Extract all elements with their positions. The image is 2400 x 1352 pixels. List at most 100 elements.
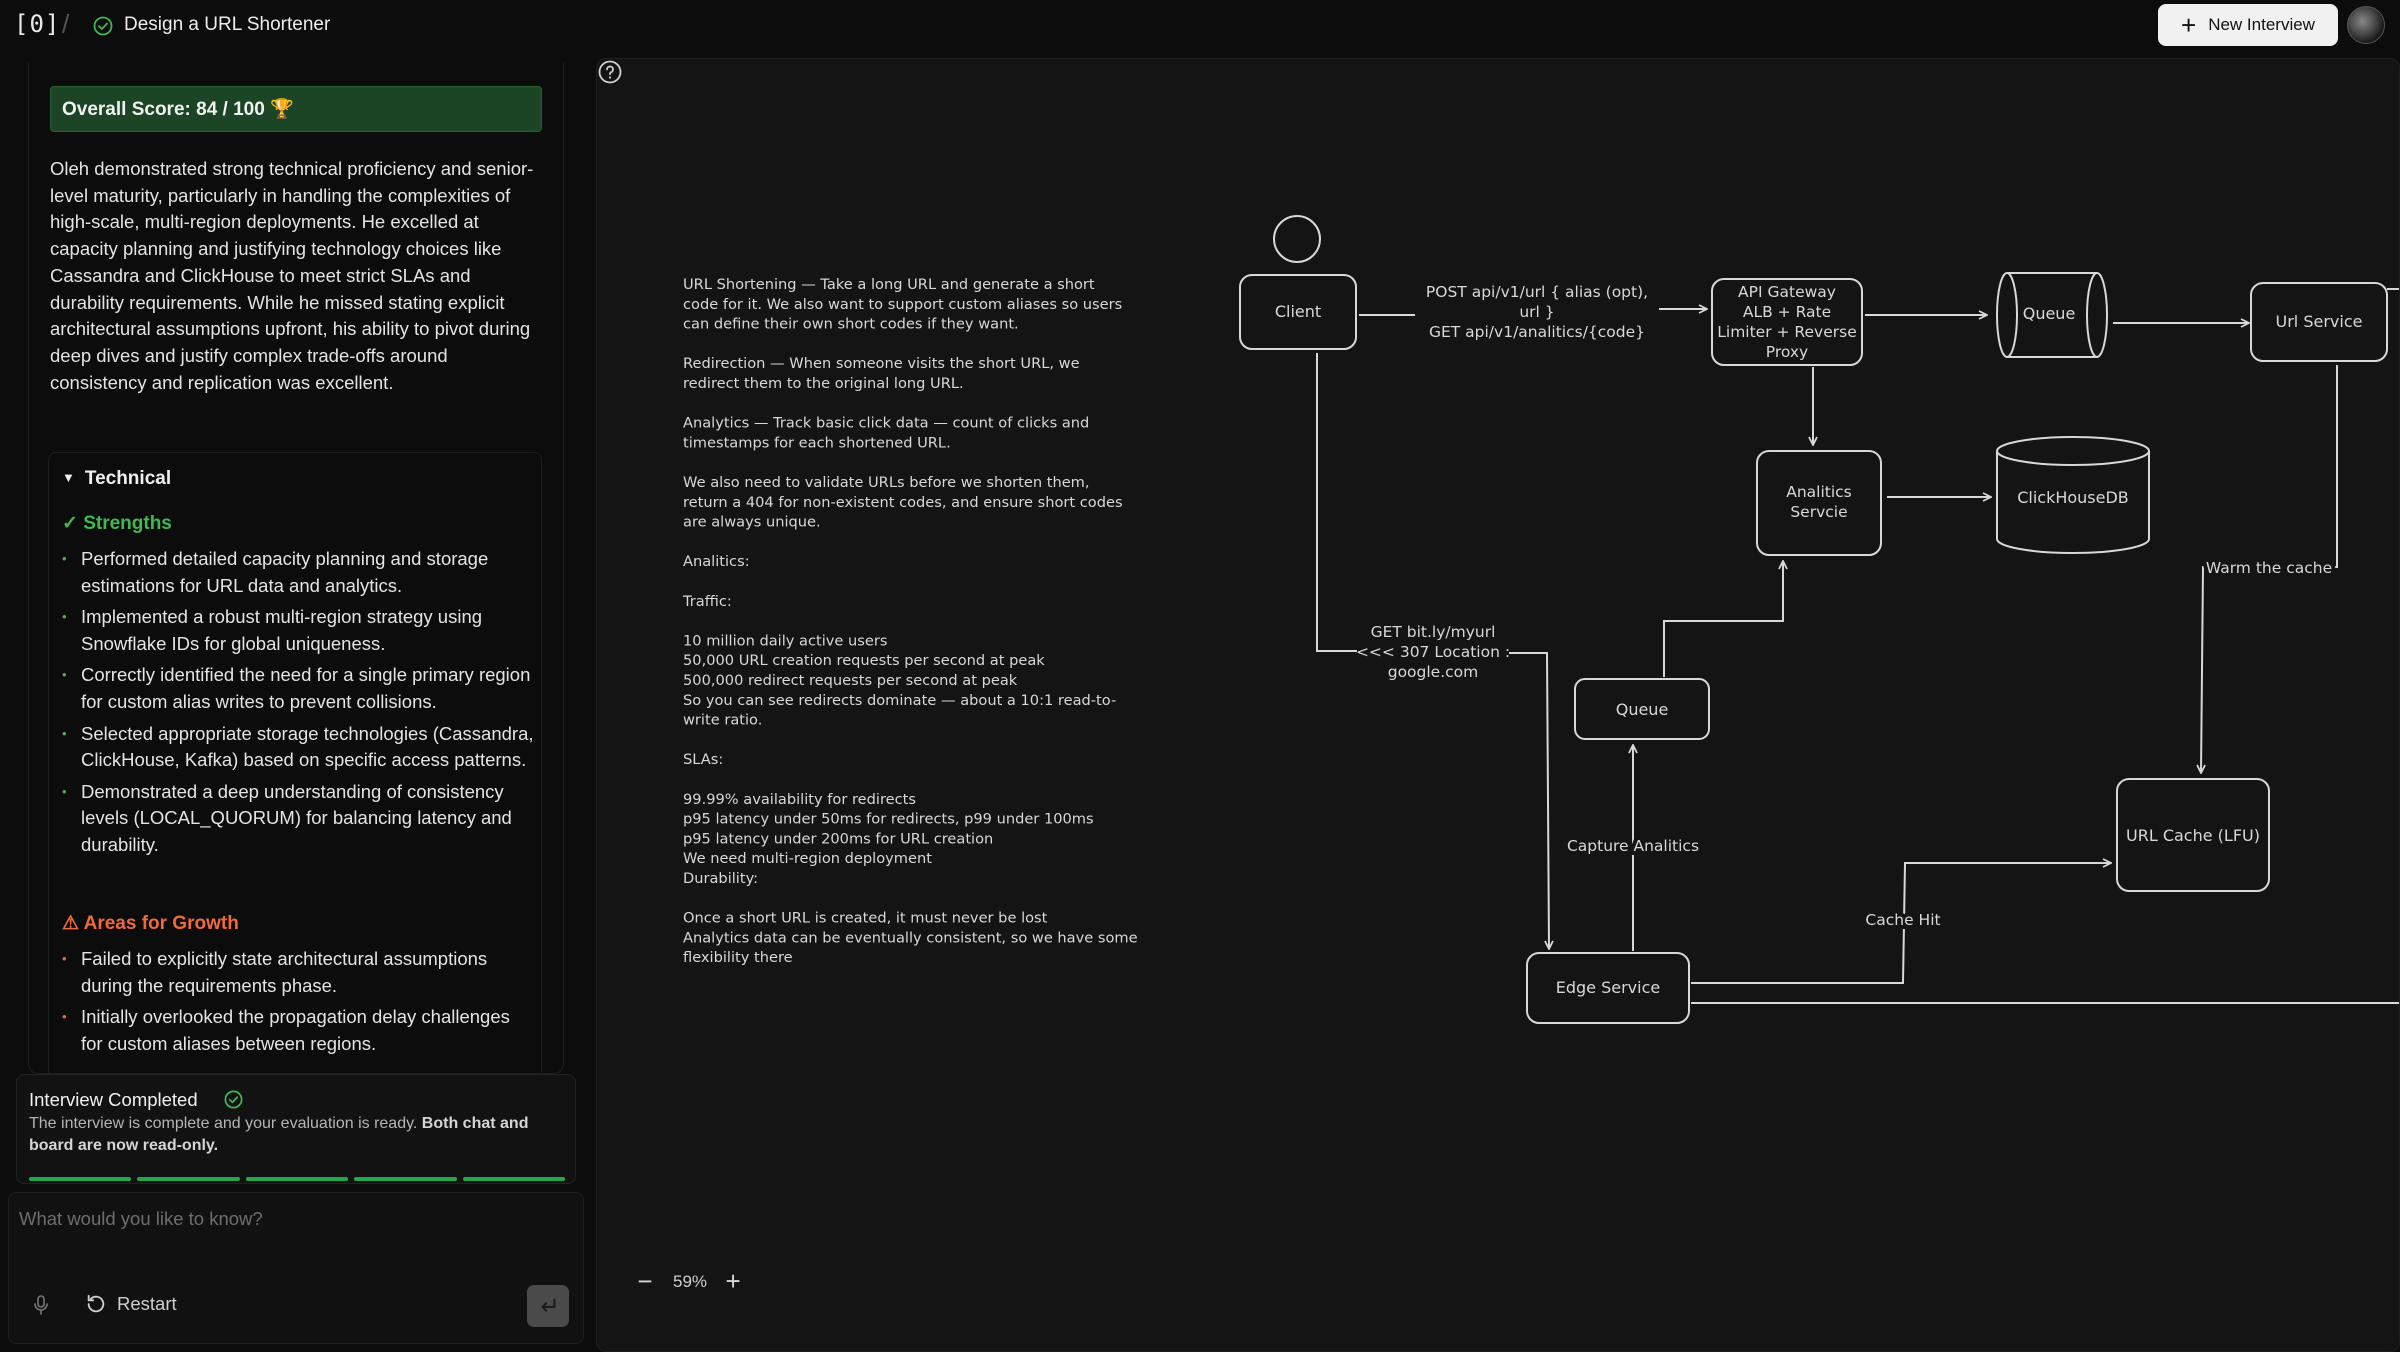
strength-item: Selected appropriate storage technologie…: [62, 721, 534, 774]
note-line: p95 latency under 200ms for URL creation: [683, 830, 993, 847]
note-line: We also need to validate URLs before we …: [683, 474, 1090, 491]
clickhouse-label: ClickHouseDB: [2017, 488, 2129, 507]
note-line: We need multi-region deployment: [683, 850, 932, 867]
queue-top-node[interactable]: Queue: [1996, 272, 2108, 358]
queue-mid-node[interactable]: Queue: [1574, 678, 1710, 740]
client-node[interactable]: Client: [1239, 215, 1357, 350]
api-calls-label: POST api/v1/url { alias (opt), url } GET…: [1426, 283, 1648, 341]
edge-service-label: Edge Service: [1556, 978, 1660, 997]
chat-composer: Restart: [8, 1192, 584, 1344]
note-line: 500,000 redirect requests per second at …: [683, 672, 1018, 689]
strengths-list: Performed detailed capacity planning and…: [62, 546, 534, 864]
completed-message-plain: The interview is complete and your evalu…: [29, 1115, 418, 1132]
zoom-level[interactable]: 59%: [673, 1271, 708, 1291]
technical-section-toggle[interactable]: ▼ Technical: [62, 468, 171, 490]
note-line: SLAs:: [683, 751, 723, 768]
note-line: Redirection — When someone visits the sh…: [683, 355, 1080, 372]
analytics-label-line: Servcie: [1790, 503, 1847, 521]
plus-icon: +: [2181, 10, 2197, 40]
url-cache-label: URL Cache (LFU): [2126, 826, 2260, 845]
zoom-controls: − 59% +: [631, 1266, 747, 1297]
growth-item: Failed to explicitly state architectural…: [62, 946, 534, 999]
clickhouse-db-node[interactable]: ClickHouseDB: [1996, 436, 2150, 554]
new-interview-label: New Interview: [2208, 15, 2315, 34]
help-icon[interactable]: [597, 59, 623, 85]
analytics-label-line: Analitics: [1786, 483, 1852, 501]
breadcrumb-separator: /: [62, 9, 70, 39]
system-diagram: URL Shortening — Take a long URL and gen…: [682, 215, 2399, 1024]
url-cache-node[interactable]: URL Cache (LFU): [2116, 778, 2270, 892]
note-line: write ratio.: [683, 712, 762, 729]
completed-message-bold: Both chat and board are now read-only.: [29, 1115, 529, 1154]
note-line: URL Shortening — Take a long URL and gen…: [683, 276, 1095, 293]
analytics-service-node[interactable]: Analitics Servcie: [1756, 450, 1882, 556]
queue-top-label: Queue: [2023, 304, 2076, 323]
strength-item: Demonstrated a deep understanding of con…: [62, 779, 534, 859]
note-line: flexibility there: [683, 949, 793, 966]
progress-bar: [29, 1177, 566, 1181]
microphone-icon[interactable]: [29, 1293, 53, 1317]
note-line: are always unique.: [683, 514, 821, 531]
note-line: return a 404 for non-existent codes, and…: [683, 494, 1123, 511]
user-avatar[interactable]: [2347, 6, 2385, 44]
gateway-label-line: API Gateway: [1738, 283, 1836, 301]
completed-title: Interview Completed: [29, 1089, 198, 1110]
redirect-label-line: google.com: [1388, 663, 1479, 681]
note-line: 50,000 URL creation requests per second …: [683, 652, 1045, 669]
note-line: Once a short URL is created, it must nev…: [683, 910, 1048, 927]
growth-heading: ⚠ Areas for Growth: [62, 913, 239, 934]
zoom-in-button[interactable]: +: [725, 1266, 741, 1296]
caret-down-icon: ▼: [62, 470, 75, 485]
note-line: Analitics:: [683, 553, 750, 570]
strength-item: Implemented a robust multi-region strate…: [62, 604, 534, 657]
url-service-label: Url Service: [2276, 312, 2363, 331]
note-line: timestamps for each shortened URL.: [683, 434, 951, 451]
growth-list: Failed to explicitly state architectural…: [62, 946, 534, 1062]
strengths-heading: ✓ Strengths: [62, 513, 172, 534]
cache-hit-label: Cache Hit: [1865, 911, 1940, 929]
client-label: Client: [1275, 302, 1321, 321]
note-line: code for it. We also want to support cus…: [683, 296, 1122, 313]
gateway-label-line: Limiter + Reverse: [1717, 323, 1856, 341]
note-line: 10 million daily active users: [683, 632, 887, 649]
redirect-label-line: <<< 307 Location :: [1356, 643, 1510, 661]
restart-icon: [87, 1294, 105, 1313]
note-line: p95 latency under 50ms for redirects, p9…: [683, 811, 1094, 828]
note-line: can define their own short codes if they…: [683, 316, 1019, 333]
note-line: Analytics — Track basic click data — cou…: [683, 415, 1089, 432]
completed-check-icon: [224, 1090, 243, 1109]
overall-score-banner: Overall Score: 84 / 100 🏆: [50, 86, 542, 132]
restart-button[interactable]: Restart: [85, 1293, 177, 1315]
gateway-label-line: Proxy: [1766, 343, 1808, 361]
send-button[interactable]: [527, 1285, 569, 1327]
enter-icon: [541, 1298, 556, 1312]
technical-section-title: Technical: [84, 468, 172, 489]
api-label-line: POST api/v1/url { alias (opt),: [1426, 283, 1648, 301]
whiteboard-canvas[interactable]: URL Shortening — Take a long URL and gen…: [596, 58, 2400, 1352]
note-line: Analytics data can be eventually consist…: [683, 929, 1138, 946]
app-logo[interactable]: [0]: [14, 10, 61, 38]
note-line: Traffic:: [682, 593, 732, 610]
url-service-node[interactable]: Url Service: [2250, 282, 2388, 362]
new-interview-button[interactable]: + New Interview: [2158, 4, 2338, 46]
note-line: 99.99% availability for redirects: [683, 791, 916, 808]
chat-input[interactable]: [19, 1205, 539, 1233]
note-line: redirect them to the original long URL.: [683, 375, 964, 392]
redirect-label-line: GET bit.ly/myurl: [1371, 623, 1496, 641]
api-label-line: url }: [1519, 303, 1554, 321]
completed-check-icon: [93, 16, 113, 36]
zoom-out-button[interactable]: −: [637, 1266, 653, 1296]
queue-mid-label: Queue: [1616, 700, 1669, 719]
interview-completed-card: Interview Completed The interview is com…: [16, 1074, 576, 1184]
edge-service-node[interactable]: Edge Service: [1526, 952, 1690, 1024]
top-bar: [0] / Design a URL Shortener + New Inter…: [0, 0, 2400, 56]
strength-item: Performed detailed capacity planning and…: [62, 546, 534, 599]
completed-message: The interview is complete and your evalu…: [29, 1113, 569, 1157]
strength-item: Correctly identified the need for a sing…: [62, 662, 534, 715]
restart-label: Restart: [117, 1293, 177, 1314]
page-title: Design a URL Shortener: [124, 14, 331, 35]
growth-item: Initially overlooked the propagation del…: [62, 1004, 534, 1057]
evaluation-summary: Oleh demonstrated strong technical profi…: [50, 158, 534, 393]
api-gateway-node[interactable]: API Gateway ALB + Rate Limiter + Reverse…: [1711, 278, 1863, 366]
note-line: Durability:: [683, 870, 758, 887]
